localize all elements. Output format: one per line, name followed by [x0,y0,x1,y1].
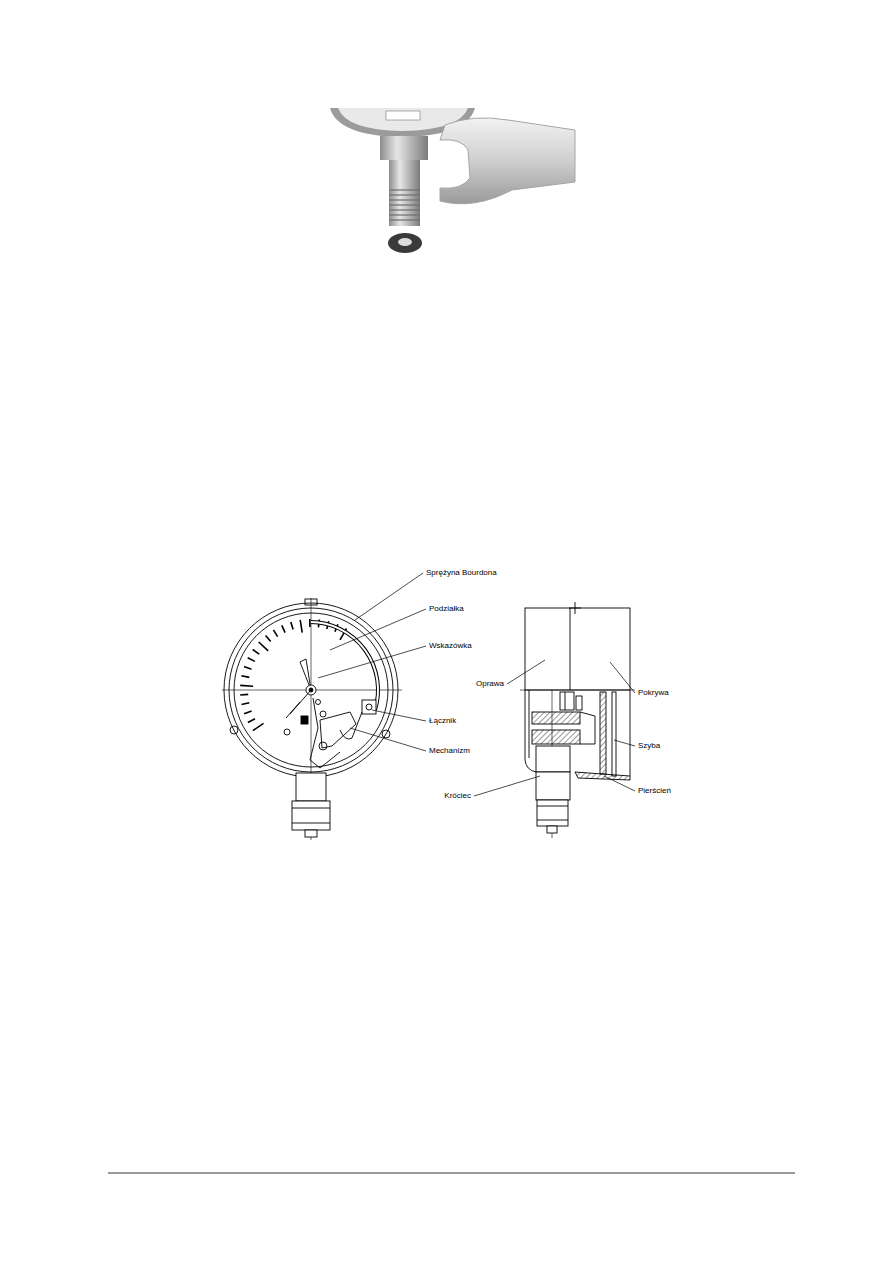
scale-tick [282,625,285,632]
footer-rule [108,1173,795,1174]
scale-tick [242,703,250,705]
part-label: Mechanizm [428,746,471,756]
part-label: Pierścień [637,786,672,796]
gauge-front-view [222,598,402,840]
scale-tick [253,650,260,655]
scale-tick [273,630,277,637]
part-label: Podziałka [428,604,465,614]
part-label: Wskazówka [428,641,473,651]
scale-tick [240,685,253,687]
scale-tick [291,622,293,630]
scale-tick [259,642,269,651]
part-label: Pokrywa [637,688,670,698]
scale-tick [244,667,252,670]
scale-tick [300,620,302,633]
part-label: Sprężyna Bourdona [425,568,498,578]
scale-tick [248,658,255,662]
part-label: Oprawa [475,679,505,689]
scale-tick [266,635,271,641]
leader-lines [318,573,635,796]
part-label: Łącznik [428,716,457,726]
scale-tick [241,676,249,678]
part-label: Króciec [443,791,472,801]
scale-tick [240,694,248,696]
scale-tick [309,619,311,627]
wrench-photo [440,118,575,204]
scale-tick [244,711,252,714]
gauge-side-view [520,602,635,838]
part-label: Szyba [637,741,661,751]
scale-tick [248,719,255,723]
scale-tick [253,723,264,730]
